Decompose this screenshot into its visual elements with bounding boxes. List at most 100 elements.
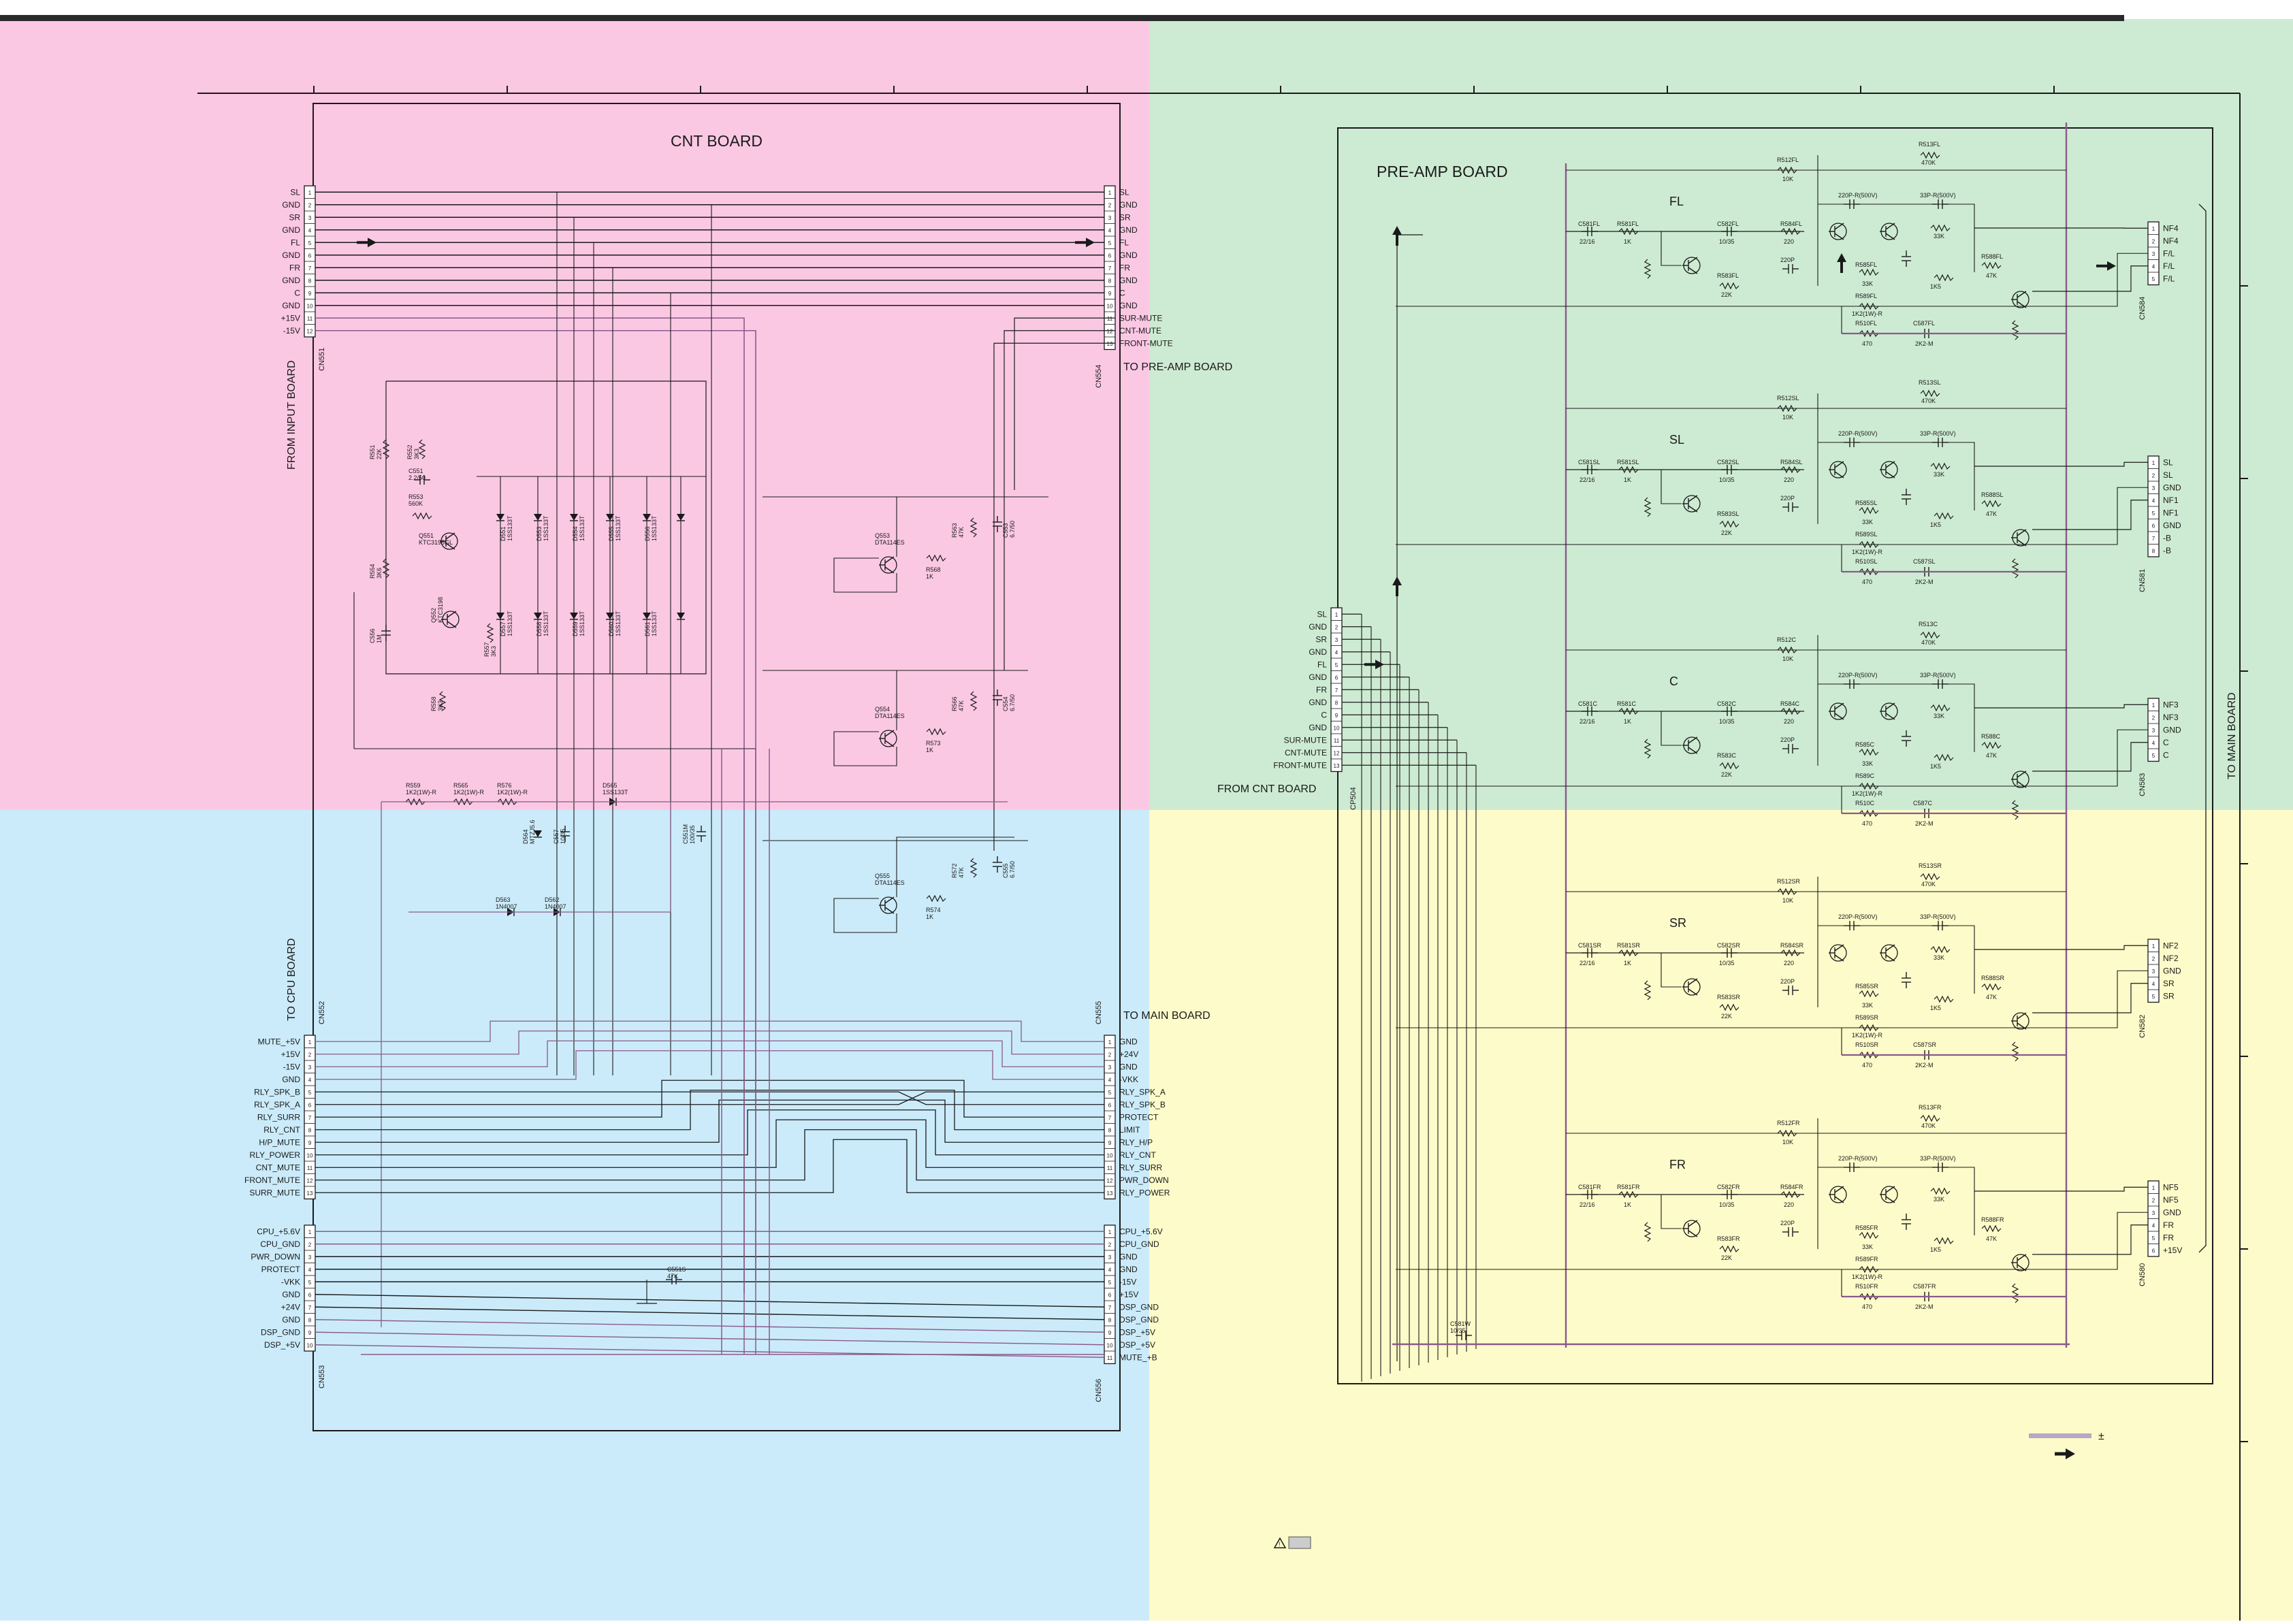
pin-label: NF1	[2163, 508, 2179, 517]
pin-label: SUR-MUTE	[1284, 735, 1327, 745]
pin-label: DSP_+5V	[1119, 1340, 1155, 1350]
pin-label: CNT-MUTE	[1285, 748, 1327, 758]
part-ref: R513FR	[1919, 1104, 1942, 1111]
pin-number: 2	[2152, 238, 2155, 244]
pin-label: RLY_SPK_A	[1119, 1087, 1166, 1097]
part-value: 33K	[1934, 954, 1944, 961]
part-value: 470	[1862, 340, 1872, 347]
part-value: 220P	[1780, 1220, 1795, 1227]
part-value: 33P-R(500V)	[1920, 913, 1956, 920]
part-value: 470K	[1921, 1122, 1936, 1129]
pin-number: 1	[2152, 226, 2155, 232]
pin-number: 12	[307, 1178, 313, 1184]
pin-label: FR	[1316, 685, 1327, 694]
pin-number: 7	[308, 265, 312, 272]
pin-number: 2	[1108, 1052, 1112, 1058]
part-ref: Q555	[875, 873, 890, 879]
part-value: 10/35	[1719, 1201, 1735, 1208]
pin-number: 12	[1334, 750, 1340, 756]
part-ref: C582FL	[1717, 221, 1739, 227]
connector-ref: CP504	[1349, 787, 1358, 810]
part-value: 470	[1862, 579, 1872, 585]
pin-number: 3	[1335, 637, 1338, 643]
part-ref: R563	[951, 523, 958, 538]
part-ref: R583C	[1717, 752, 1737, 759]
pin-number: 2	[1108, 202, 1112, 208]
connector-ref: CN582	[2138, 1015, 2147, 1038]
part-ref: C581SL	[1578, 459, 1601, 466]
part-ref: R552	[406, 444, 413, 459]
pin-label: GND	[2163, 521, 2181, 530]
pin-number: 7	[1335, 687, 1338, 694]
part-value: 1N4007	[496, 903, 517, 910]
part-value: 6.7/50	[1009, 861, 1016, 878]
pin-label: GND	[1119, 225, 1138, 235]
pin-label: C	[2163, 738, 2169, 747]
part-ref: R588FL	[1981, 253, 2003, 260]
pin-number: 4	[308, 1077, 312, 1083]
pin-number: 12	[1107, 1178, 1113, 1184]
pin-label: +15V	[2163, 1246, 2182, 1255]
top-bar-right	[1151, 15, 2124, 21]
pin-number: 2	[2152, 715, 2155, 721]
pin-label: SL	[2163, 457, 2173, 467]
part-ref: R554	[369, 564, 376, 579]
part-value: 1K2(1W)-R	[406, 789, 437, 796]
pin-number: 7	[1108, 265, 1112, 272]
pin-label: FL	[291, 238, 300, 247]
part-value: 22/16	[1580, 718, 1595, 725]
pin-label: H/P_MUTE	[259, 1137, 300, 1147]
part-ref: D565	[603, 782, 618, 789]
part-value: 1SS133T	[507, 611, 513, 636]
pin-number: 1	[1108, 190, 1112, 196]
pin-number: 7	[1108, 1305, 1112, 1311]
part-ref: R512SL	[1777, 395, 1799, 402]
part-value: 33K	[1862, 1244, 1873, 1250]
part-ref: Q554	[875, 706, 890, 713]
pin-label: FRONT_MUTE	[244, 1175, 300, 1185]
part-ref: C581W	[1450, 1320, 1471, 1327]
pin-label: PWR_DOWN	[1119, 1175, 1169, 1185]
pin-label: SL	[2163, 470, 2173, 480]
part-ref: C581C	[1578, 700, 1598, 707]
pin-number: 1	[1335, 612, 1338, 618]
pin-label: -15V	[1119, 1277, 1136, 1286]
warning-icon: !	[1274, 1537, 1311, 1548]
part-ref: R513FL	[1919, 141, 1940, 148]
part-value: 2.2/50	[408, 474, 426, 481]
pin-number: 4	[308, 227, 312, 233]
pin-number: 8	[308, 278, 312, 284]
part-ref: R583SL	[1717, 510, 1739, 517]
part-value: 10K	[1782, 414, 1793, 421]
pin-number: 3	[308, 215, 312, 221]
part-value: 47K	[667, 1273, 678, 1280]
part-ref: R581FR	[1617, 1184, 1640, 1190]
part-ref: R585SR	[1855, 983, 1879, 990]
part-ref: R557	[483, 642, 490, 657]
part-value: 3K6	[376, 568, 383, 579]
pin-number: 9	[1335, 713, 1338, 719]
part-value: 10K	[1782, 655, 1793, 662]
part-ref: C581FL	[1578, 221, 1600, 227]
part-ref: R510FL	[1855, 320, 1877, 327]
pin-number: 8	[1108, 1127, 1112, 1133]
pin-label: NF4	[2163, 223, 2179, 233]
pin-label: C	[1321, 710, 1327, 719]
pin-label: NF3	[2163, 713, 2179, 722]
part-ref: C555	[1002, 863, 1009, 878]
pin-label: NF5	[2163, 1182, 2179, 1192]
pin-label: +15V	[281, 313, 300, 323]
pin-label: DSP_GND	[1119, 1315, 1159, 1325]
pin-number: 9	[1108, 291, 1112, 297]
top-bar-left	[0, 15, 1151, 21]
part-ref: R512SR	[1777, 878, 1801, 885]
pin-label: CPU_+5.6V	[257, 1227, 300, 1236]
part-ref: R585C	[1855, 741, 1875, 748]
part-ref: R559	[406, 782, 421, 789]
pin-number: 6	[2152, 1248, 2155, 1254]
channel-name: C	[1669, 675, 1678, 688]
pin-label: GND	[2163, 966, 2181, 975]
pin-label: SURR_MUTE	[249, 1188, 300, 1197]
